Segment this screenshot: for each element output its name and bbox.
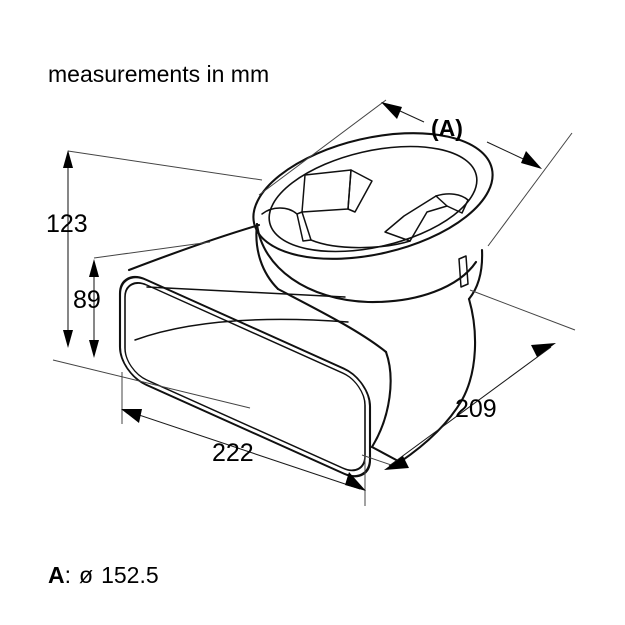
- dim-123-arrow-bottom: [63, 330, 73, 348]
- dim-A-label: (A): [431, 115, 463, 141]
- rect-opening-group: [118, 276, 372, 478]
- body-shoulder-top-left: [127, 223, 261, 272]
- interior-arc-left: [261, 207, 298, 215]
- rect-opening-far-top-edge: [146, 286, 346, 298]
- dim-222-label: 222: [212, 439, 254, 467]
- body-fold-right: [370, 350, 392, 449]
- dim-123-label: 123: [46, 210, 88, 238]
- reference-note: A: ø 152.5: [48, 562, 159, 588]
- dimension-123-group: 123: [46, 150, 263, 409]
- interior-panel-right-lower: [409, 195, 448, 242]
- rect-opening-inner: [124, 282, 366, 472]
- dim-A-arrow-right: [521, 151, 542, 169]
- reference-note-separator: :: [65, 562, 71, 588]
- body-flank-right: [398, 297, 477, 464]
- dim-209-line: [388, 346, 552, 467]
- collar-clip-tab: [458, 255, 469, 288]
- dim-222-line: [126, 410, 361, 490]
- dim-209-arrow-upper: [531, 343, 556, 357]
- dimension-89-group: 89: [73, 241, 211, 358]
- reference-note-value: 152.5: [101, 562, 159, 588]
- reference-note-group: A: ø 152.5: [48, 562, 159, 588]
- dim-A-extension-left: [258, 99, 387, 196]
- dim-209-label: 209: [455, 395, 497, 423]
- interior-panel-right-bevel: [446, 199, 469, 214]
- rect-opening-outer: [118, 276, 372, 478]
- dim-209-extension-upper: [469, 289, 576, 331]
- dim-222-arrow-left: [121, 409, 142, 423]
- dim-222-arrow-right: [345, 472, 366, 491]
- dimension-209-group: 209: [361, 289, 576, 470]
- interior-throat-front-edge: [310, 239, 411, 249]
- rect-opening-inner-floor: [134, 318, 349, 341]
- duct-body-group: [118, 132, 494, 478]
- dimension-222-group: 222: [121, 372, 366, 506]
- round-collar-wall-right: [467, 248, 484, 301]
- body-bottom-right-edge: [370, 445, 402, 464]
- interior-panel-left-bevel: [347, 169, 373, 213]
- dim-123-arrow-top: [63, 150, 73, 168]
- dim-A-extension-right: [487, 132, 573, 247]
- round-collar-bottom-rim: [255, 222, 478, 304]
- dimension-A-group: (A): [258, 99, 573, 247]
- dim-123-extension-upper: [67, 150, 263, 181]
- dim-89-arrow-top: [89, 259, 99, 277]
- dim-89-arrow-bottom: [89, 340, 99, 358]
- dim-209-arrow-lower: [384, 456, 409, 470]
- round-collar-wall-left: [255, 222, 280, 291]
- interior-panel-right: [384, 195, 437, 242]
- interior-arc-right: [435, 193, 469, 201]
- dim-89-extension-upper: [93, 241, 211, 259]
- reference-note-key: A: [48, 562, 65, 588]
- drawing-title: measurements in mm: [48, 61, 269, 87]
- dim-89-label: 89: [73, 286, 101, 314]
- dim-123-extension-lower: [52, 359, 251, 409]
- round-outlet-top-rim-outer: [252, 132, 494, 260]
- dim-A-arrow-left: [381, 102, 402, 119]
- diameter-symbol-icon: ø: [79, 562, 93, 588]
